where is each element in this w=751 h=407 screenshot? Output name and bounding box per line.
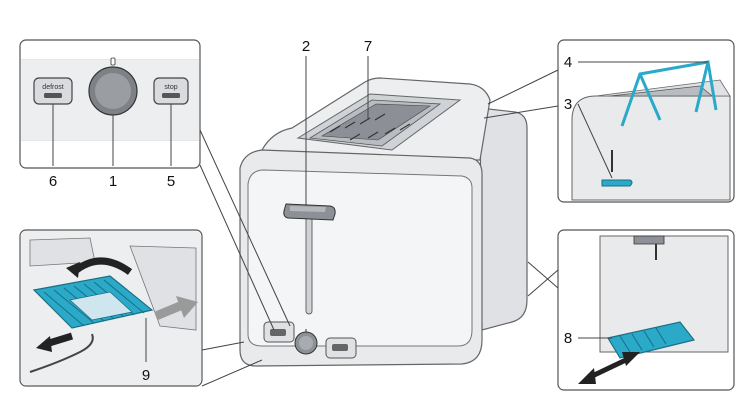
stop-button-label: stop [164,84,177,91]
callout-2: 2 [302,38,310,55]
warming-rack-detail-panel [557,39,735,203]
crumb-tray-detail-panel [19,229,203,387]
callout-9: 9 [142,367,150,384]
callout-3: 3 [564,96,572,113]
callout-5: 5 [167,173,175,190]
callout-6: 6 [49,173,57,190]
bottom-tray-detail-panel [557,229,735,391]
defrost-button-label: defrost [42,84,63,91]
callout-7: 7 [364,38,372,55]
callout-1: 1 [109,173,117,190]
callout-4: 4 [564,54,572,71]
controls-detail-panel: defrost stop [19,39,201,169]
callout-8: 8 [564,330,572,347]
main-toaster [239,77,528,367]
